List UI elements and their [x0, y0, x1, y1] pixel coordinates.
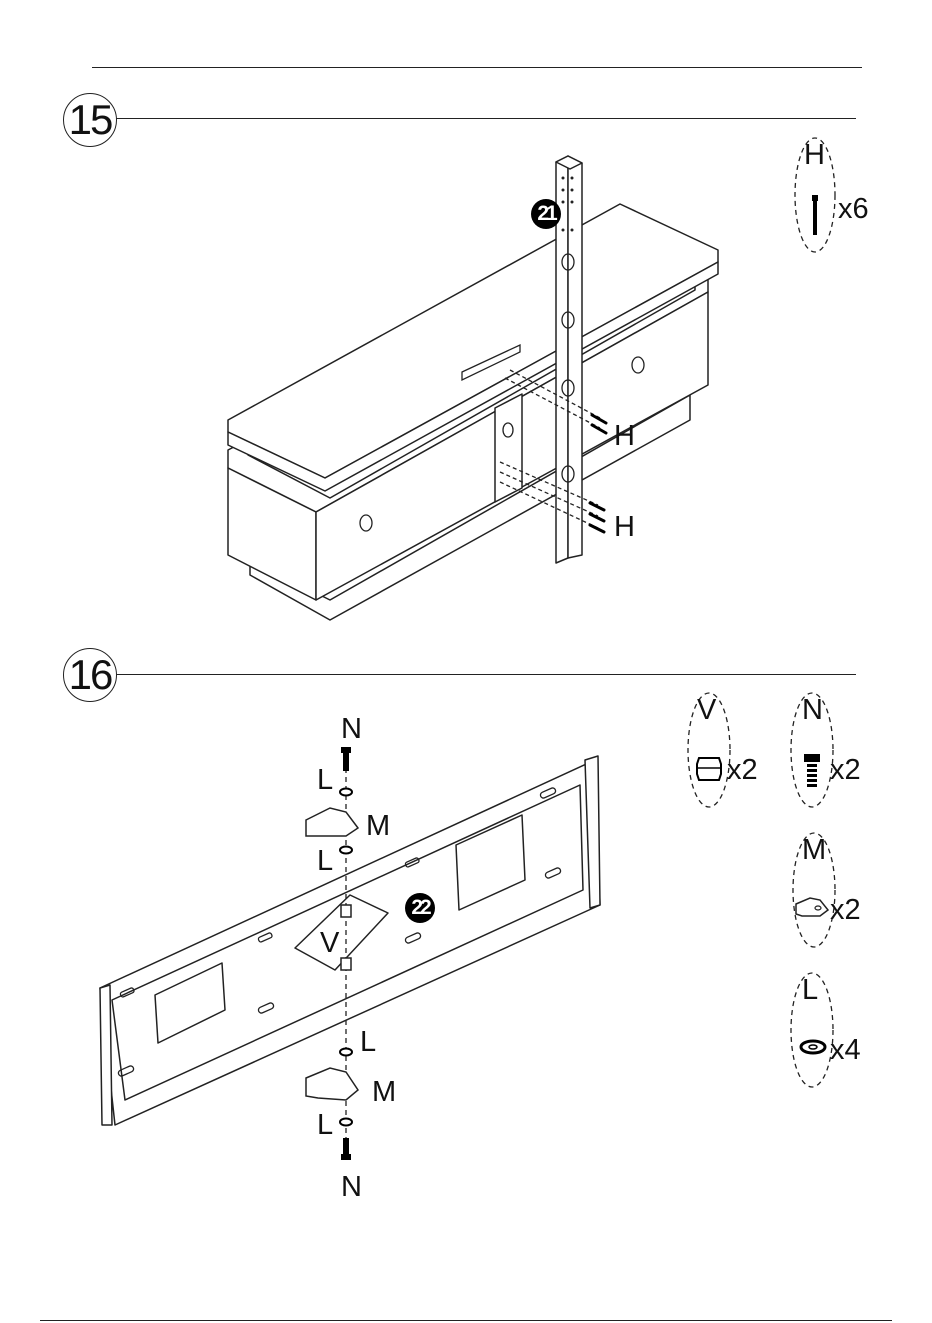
callout-n-top: N — [341, 715, 362, 744]
callout-l-2: L — [317, 847, 333, 876]
callout-h-upper: H — [614, 422, 635, 451]
callout-l-4: L — [317, 1111, 333, 1140]
part-tag-22: 22 — [405, 893, 435, 923]
callout-v: V — [320, 929, 339, 958]
hardware-m: M x2 — [790, 830, 880, 950]
part-tag-21: 21 — [531, 199, 561, 229]
cap-nut-lower — [341, 958, 351, 970]
footer-rule — [40, 1320, 892, 1321]
bolt-icon — [802, 754, 822, 790]
step-16-rule — [110, 674, 856, 675]
hardware-n-label: N — [802, 696, 823, 725]
hardware-n-qty: x2 — [830, 756, 861, 785]
callout-l-3: L — [360, 1028, 376, 1057]
hardware-l: L x4 — [788, 970, 878, 1090]
callout-m-bottom: M — [372, 1078, 396, 1107]
cap-nut-upper — [341, 905, 351, 917]
washer-top-1 — [340, 789, 352, 796]
bracket-icon — [792, 896, 832, 920]
screw-icon — [807, 195, 823, 239]
hardware-n: N x2 — [788, 690, 878, 810]
callout-l-1: L — [317, 766, 333, 795]
bolt-bottom — [341, 1138, 351, 1160]
step-15-illustration — [0, 0, 932, 660]
washer-bottom-1 — [340, 1049, 352, 1056]
washer-top-2 — [340, 847, 352, 854]
hardware-v-label: V — [697, 696, 716, 725]
hardware-v-qty: x2 — [727, 756, 758, 785]
hardware-h: H x6 — [790, 135, 880, 255]
bracket-m-top — [306, 808, 358, 836]
hardware-h-label: H — [804, 141, 825, 170]
callout-n-bottom: N — [341, 1173, 362, 1202]
cap-nut-icon — [695, 756, 723, 782]
hardware-h-qty: x6 — [838, 195, 869, 224]
washer-bottom-2 — [340, 1119, 352, 1126]
callout-m-top: M — [366, 812, 390, 841]
hardware-l-label: L — [802, 976, 818, 1005]
bracket-m-bottom — [306, 1068, 358, 1100]
hardware-v: V x2 — [685, 690, 775, 810]
hardware-m-qty: x2 — [830, 896, 861, 925]
hardware-m-label: M — [802, 836, 826, 865]
callout-h-lower: H — [614, 513, 635, 542]
washer-icon — [798, 1038, 828, 1056]
bolt-top — [341, 747, 351, 771]
hardware-l-qty: x4 — [830, 1036, 861, 1065]
